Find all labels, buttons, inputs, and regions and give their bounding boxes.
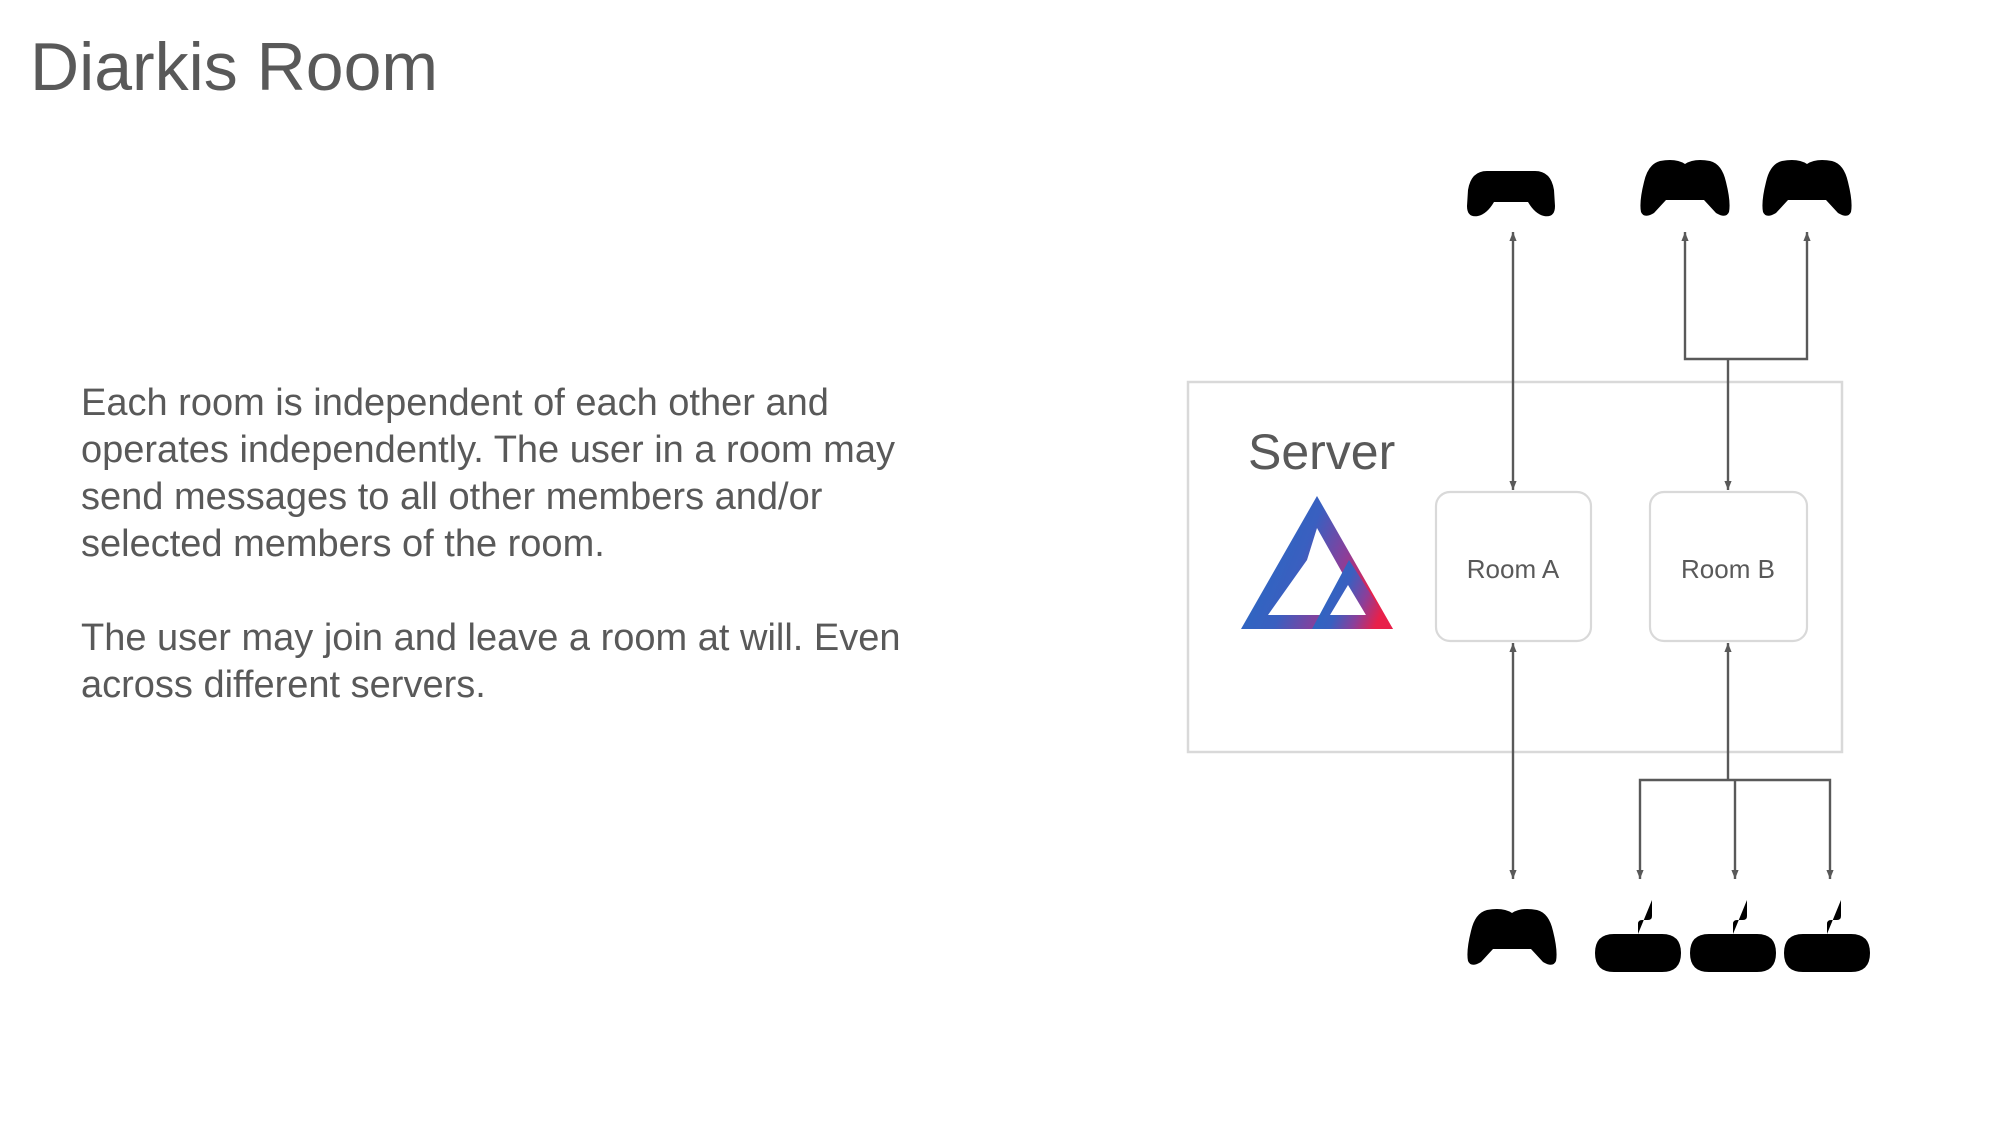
room-b-label: Room B — [1681, 554, 1775, 584]
room-a-label: Room A — [1467, 554, 1560, 584]
description-paragraph: Each room is independent of each other a… — [81, 382, 895, 565]
gamepad-icon — [1467, 171, 1555, 217]
controller-icon — [1762, 160, 1852, 216]
wired-controller-icon — [1784, 900, 1870, 972]
connectors — [1509, 232, 1834, 879]
controller-icon — [1640, 160, 1730, 216]
page-title: Diarkis Room — [30, 29, 439, 105]
server-label: Server — [1248, 424, 1395, 480]
room-b-box — [1648, 490, 1809, 643]
wired-controller-icon — [1690, 900, 1776, 972]
room-b-top-fork — [1681, 232, 1811, 361]
description: Each room is independent of each other a… — [81, 380, 901, 709]
room-a-box — [1434, 490, 1593, 643]
diarkis-logo — [1241, 496, 1393, 629]
wired-controller-icon — [1595, 900, 1681, 972]
controller-icon — [1467, 909, 1557, 965]
description-paragraph: The user may join and leave a room at wi… — [81, 617, 901, 706]
